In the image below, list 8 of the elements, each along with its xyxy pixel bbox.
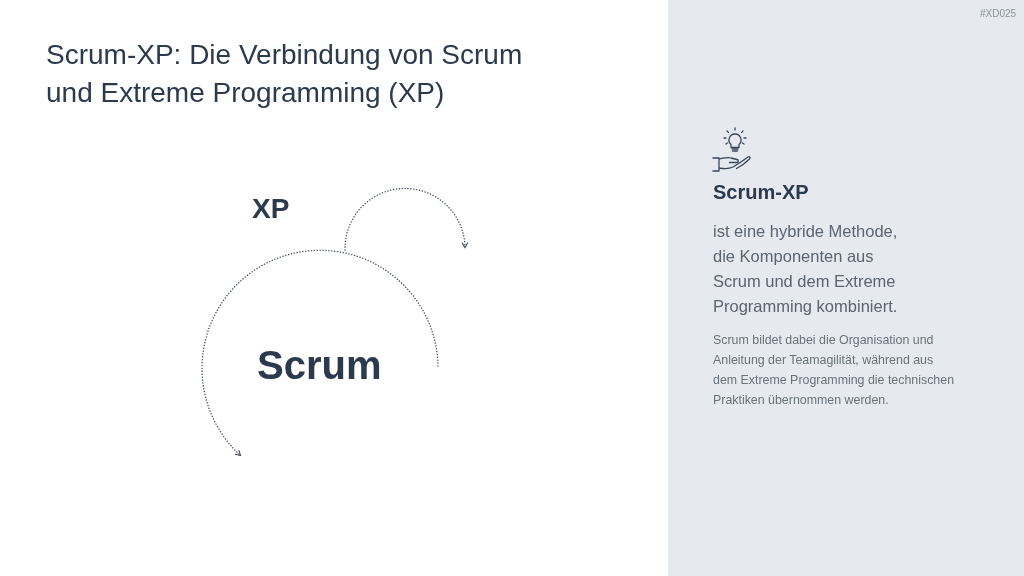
panel-note: Scrum bildet dabei die Organisation und Anleitung der Teamagilität, während aus dem Extreme Programming die technischen Praktiken übernommen werden.	[713, 332, 956, 409]
info-panel	[668, 0, 1024, 576]
slide-title: Scrum-XP: Die Verbindung von Scrum und Extreme Programming (XP)	[46, 38, 524, 110]
panel-heading: Scrum-XP	[713, 181, 809, 204]
diagram-label: XP	[252, 193, 290, 225]
diagram-label: Scrum	[257, 343, 382, 388]
slide-code: #XD025	[980, 8, 1017, 19]
panel-text: ist eine hybride Methode, die Komponenten aus Scrum und dem Extreme Programming kombiniert.	[713, 221, 899, 317]
